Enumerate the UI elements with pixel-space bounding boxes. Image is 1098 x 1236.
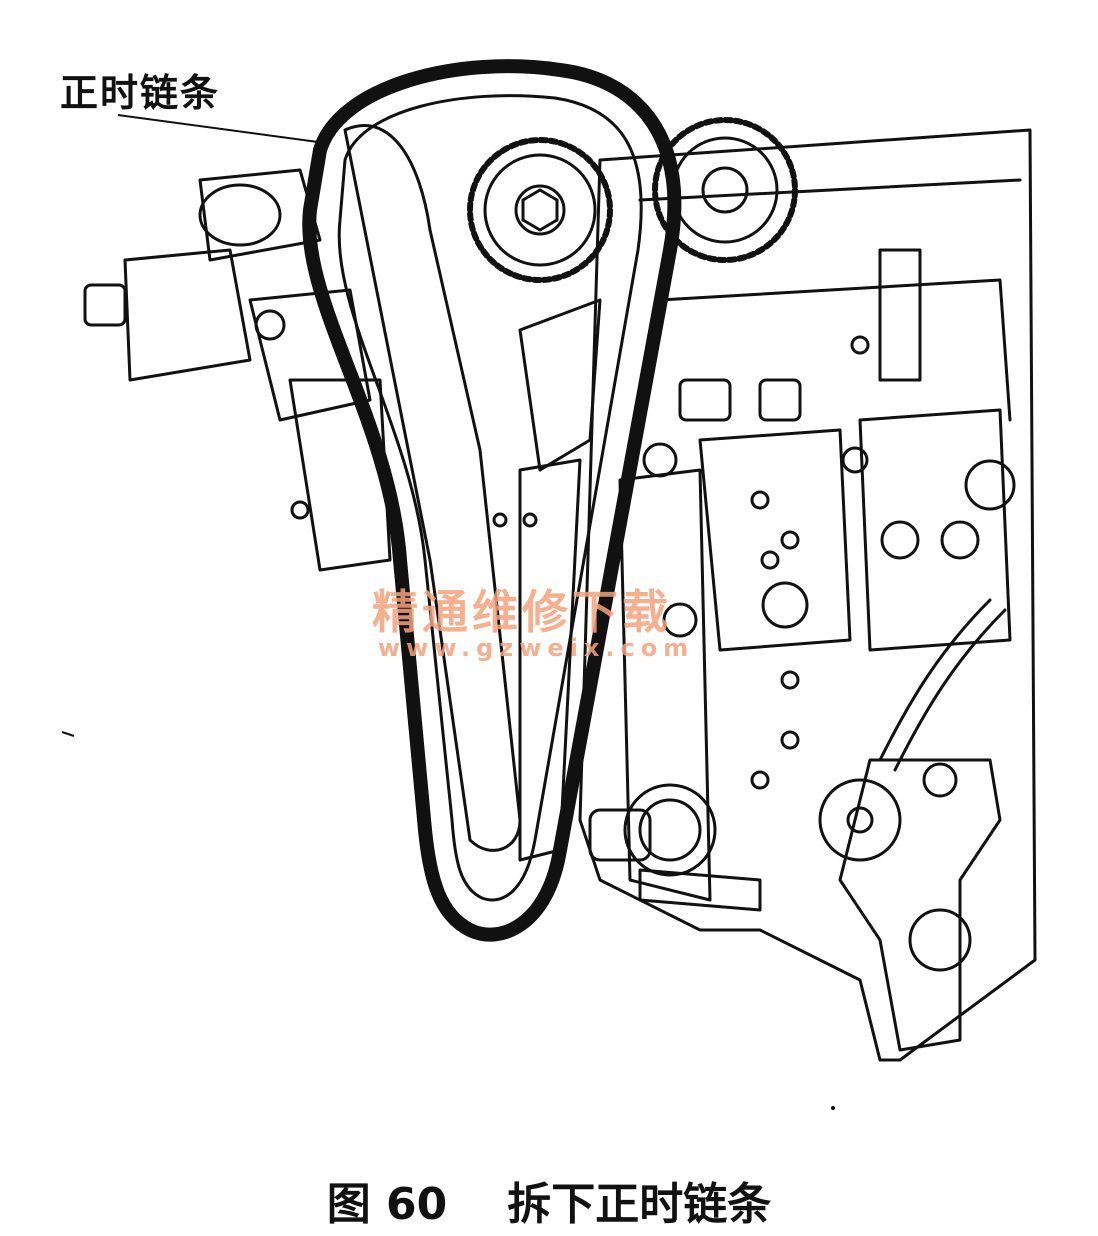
timing-chain (302, 59, 682, 942)
watermark-text: 精通维修下载 (372, 585, 672, 639)
watermark-url: www.gzweix.com (378, 634, 695, 662)
engine-block (578, 128, 1037, 1062)
figure-caption: 图 60 拆下正时链条 (0, 1168, 1098, 1232)
stray-dot (831, 1106, 835, 1110)
intake-camshaft-sprocket (467, 137, 613, 283)
figure-title: 拆下正时链条 (507, 1179, 772, 1230)
crankshaft-sprocket (588, 783, 762, 912)
stray-mark (61, 731, 75, 737)
timing-chain-label: 正时链条 (60, 71, 221, 115)
figure-number: 图 60 (326, 1179, 448, 1230)
accessory-bracket (818, 598, 1007, 1052)
callout-leader-line (117, 114, 319, 143)
